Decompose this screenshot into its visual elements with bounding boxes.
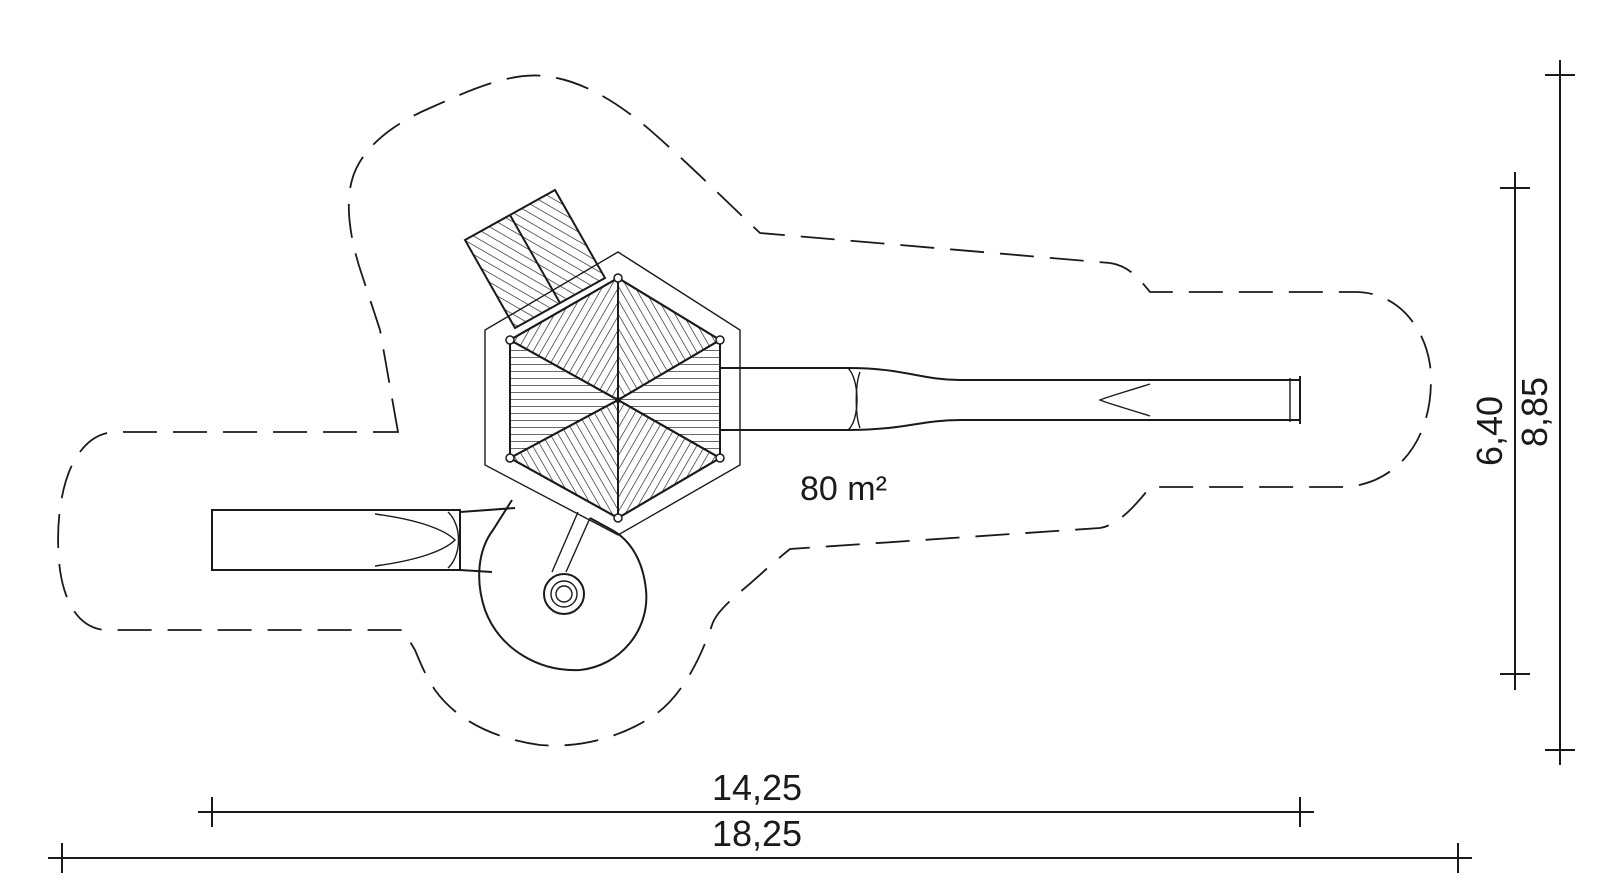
left-slide: [211, 507, 516, 573]
inner-width-dimension: 14,25: [198, 767, 1314, 827]
spiral-slide: [478, 499, 648, 672]
outer-width-dimension: 18,25: [48, 813, 1472, 873]
inner-height-dimension: 6,40: [1469, 172, 1530, 690]
outer-height-dimension: 8,85: [1514, 60, 1575, 765]
inner-height-label: 6,40: [1469, 396, 1510, 466]
safety-zone-outline: [57, 74, 1432, 747]
access-ramp: [463, 188, 607, 330]
hexagonal-tower: [484, 251, 741, 536]
right-slide: [720, 367, 1301, 431]
outer-height-label: 8,85: [1514, 377, 1555, 447]
spiral-pole: [543, 573, 585, 615]
area-label: 80 m²: [800, 470, 887, 508]
outer-width-label: 18,25: [712, 813, 802, 854]
inner-width-label: 14,25: [712, 767, 802, 808]
